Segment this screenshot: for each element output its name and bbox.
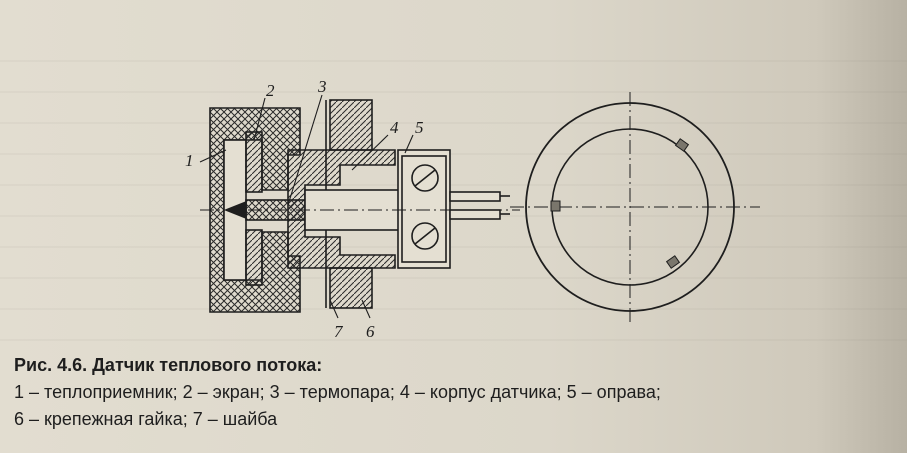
screen-plate-bottom: [245, 229, 263, 286]
mounting-nut-lower: [329, 267, 373, 309]
screen-plate-top: [245, 131, 263, 193]
figure-caption: Рис. 4.6. Датчик теплового потока: 1 – т…: [14, 352, 904, 433]
sensor-section-view: [199, 94, 520, 319]
heat-flux-sensor-drawing: 1 2 3 4 5 6 7: [185, 77, 760, 341]
leader-lines: [199, 94, 414, 319]
thermocouple-wires: [449, 191, 510, 220]
caption-title: Рис. 4.6. Датчик теплового потока:: [14, 355, 323, 375]
holder-inner: [401, 155, 447, 263]
label-part-1: 1: [185, 151, 194, 170]
mounting-nut: [329, 99, 373, 151]
label-part-4: 4: [390, 118, 399, 137]
sensor-front-view: [510, 92, 760, 322]
label-part-3: 3: [317, 77, 327, 96]
caption-legend-line-2: 6 – крепежная гайка; 7 – шайба: [14, 409, 278, 429]
caption-legend-line-1: 1 – теплоприемник; 2 – экран; 3 – термоп…: [14, 382, 661, 402]
screw-bottom: [411, 222, 439, 250]
label-part-7: 7: [334, 322, 344, 341]
label-part-2: 2: [266, 81, 275, 100]
sensor-housing: [287, 149, 396, 269]
label-part-6: 6: [366, 322, 375, 341]
screw-top: [411, 164, 439, 192]
label-part-5: 5: [415, 118, 424, 137]
retaining-tabs: [550, 138, 690, 269]
